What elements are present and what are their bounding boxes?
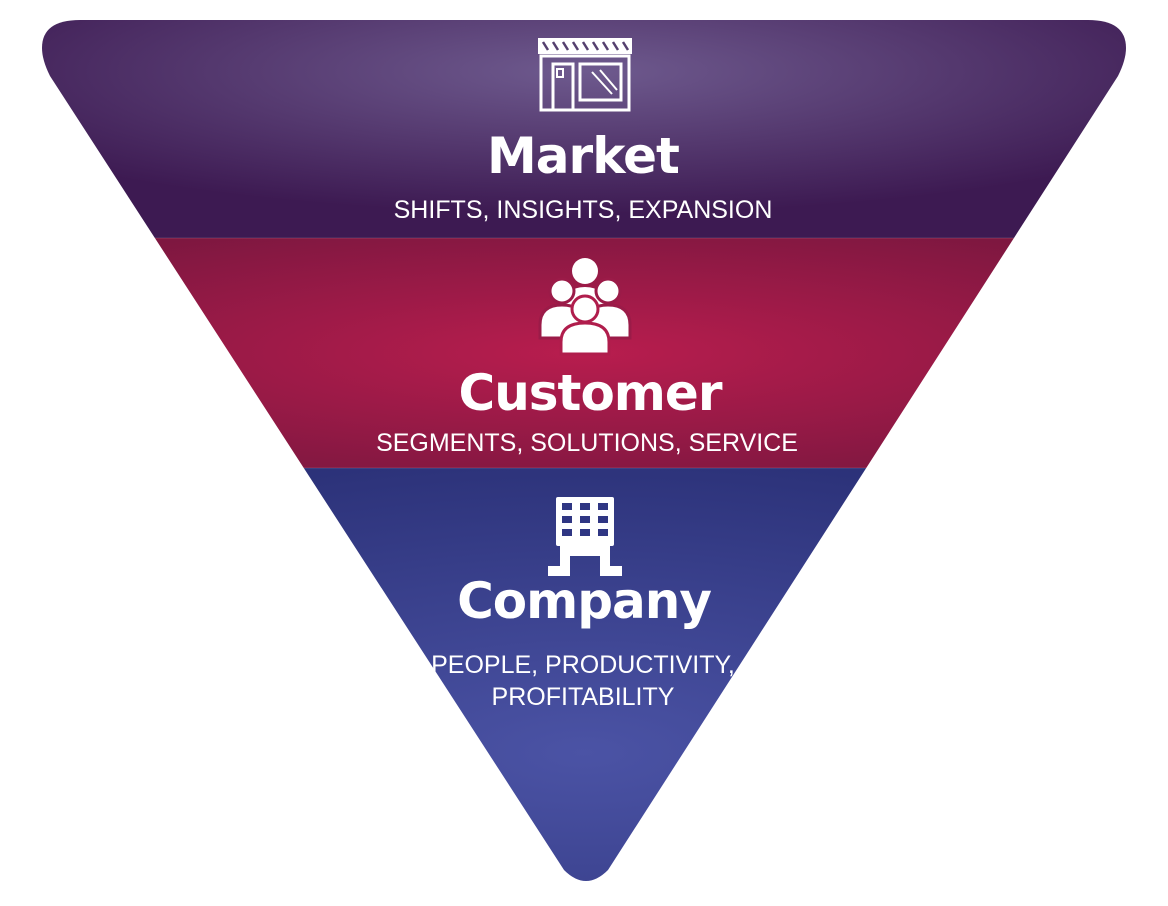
tier-company: Company PEOPLE, PRODUCTIVITY, PROFITABIL…: [431, 497, 735, 711]
people-group-icon: [538, 258, 632, 356]
tier-market-subtitle: SHIFTS, INSIGHTS, EXPANSION: [394, 196, 773, 224]
storefront-icon: [538, 38, 632, 112]
tier-company-subtitle-line2: PROFITABILITY: [492, 683, 675, 711]
tier-company-title: Company: [457, 572, 711, 630]
office-building-icon: [548, 497, 622, 576]
tier-company-subtitle-line1: PEOPLE, PRODUCTIVITY,: [431, 651, 735, 679]
tier-market: Market SHIFTS, INSIGHTS, EXPANSION: [394, 38, 773, 224]
tier-customer-title: Customer: [459, 364, 723, 422]
tier-market-title: Market: [487, 127, 679, 185]
tier-customer: Customer SEGMENTS, SOLUTIONS, SERVICE: [376, 258, 798, 457]
tier-customer-subtitle: SEGMENTS, SOLUTIONS, SERVICE: [376, 429, 798, 457]
